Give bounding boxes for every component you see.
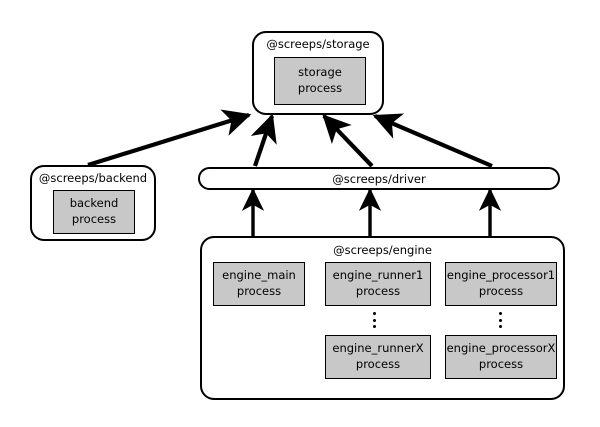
process-engine-main[interactable]: engine_main process bbox=[213, 262, 305, 306]
arrow-driver-to-storage-right bbox=[372, 113, 493, 168]
package-engine-label: @screeps/engine bbox=[333, 243, 432, 257]
process-backend-name: backend bbox=[69, 196, 119, 211]
process-engine-main-name: engine_main bbox=[222, 268, 296, 283]
process-engine-runnerx[interactable]: engine_runnerX process bbox=[325, 335, 431, 379]
process-engine-processorx[interactable]: engine_processorX process bbox=[445, 335, 557, 379]
arrow-backend-to-storage bbox=[87, 109, 252, 168]
ellipsis-dot bbox=[499, 312, 502, 315]
process-engine-processor1-kind: process bbox=[478, 284, 524, 298]
ellipsis-dot bbox=[499, 318, 502, 322]
package-driver[interactable]: @screeps/driver bbox=[198, 167, 560, 190]
process-engine-processorx-kind: process bbox=[478, 357, 524, 371]
arrow-driver-to-storage-left bbox=[250, 113, 277, 167]
process-backend-kind: process bbox=[71, 212, 117, 226]
process-engine-main-kind: process bbox=[236, 284, 282, 298]
package-driver-label: @screeps/driver bbox=[332, 171, 426, 186]
process-engine-processor1[interactable]: engine_processor1 process bbox=[445, 262, 557, 306]
process-engine-runnerx-kind: process bbox=[355, 357, 401, 371]
package-backend-label: @screeps/backend bbox=[38, 171, 148, 185]
process-backend[interactable]: backend process bbox=[53, 190, 135, 234]
ellipsis-dot bbox=[373, 325, 376, 328]
process-engine-processorx-name: engine_processorX bbox=[446, 341, 556, 356]
ellipsis-dot bbox=[499, 325, 502, 328]
package-storage[interactable]: @screeps/storage storage process bbox=[252, 31, 384, 115]
process-storage-name: storage bbox=[298, 65, 342, 80]
ellipsis-runner bbox=[373, 312, 376, 328]
process-engine-runnerx-name: engine_runnerX bbox=[332, 341, 424, 356]
ellipsis-processor bbox=[499, 312, 502, 328]
process-engine-runner1[interactable]: engine_runner1 process bbox=[325, 262, 431, 306]
package-backend[interactable]: @screeps/backend backend process bbox=[30, 165, 156, 241]
ellipsis-dot bbox=[373, 312, 376, 315]
process-engine-runner1-name: engine_runner1 bbox=[332, 268, 424, 283]
ellipsis-dot bbox=[373, 318, 376, 322]
package-engine[interactable]: @screeps/engine engine_main process engi… bbox=[200, 236, 565, 400]
package-storage-label: @screeps/storage bbox=[266, 37, 370, 51]
process-engine-runner1-kind: process bbox=[355, 284, 401, 298]
process-engine-processor1-name: engine_processor1 bbox=[446, 268, 556, 283]
process-storage[interactable]: storage process bbox=[274, 57, 366, 105]
arrow-driver-to-storage-middle bbox=[322, 114, 374, 168]
process-storage-kind: process bbox=[297, 81, 343, 95]
